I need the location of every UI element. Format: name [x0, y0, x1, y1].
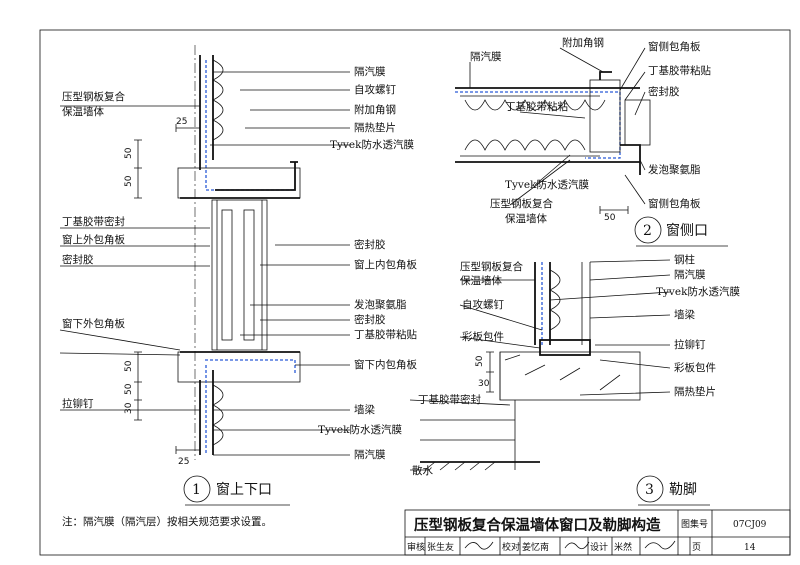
d1-label-head-inner-flashing: 窗上内包角板 — [354, 258, 417, 271]
d3-label-wall-2: 保温墙体 — [460, 274, 502, 287]
detail-2-drawing — [455, 47, 651, 214]
d1-label-sill-outer-flashing: 窗下外包角板 — [62, 317, 125, 330]
d1-label-tyvek-1: Tyvek防水透汽膜 — [330, 138, 414, 151]
d3-dim-30: 30 — [478, 379, 490, 389]
d1-dim-50-d: 50 — [124, 383, 134, 395]
d3-label-thermal-pad: 隔热垫片 — [674, 385, 716, 398]
d1-label-thermal-pad: 隔热垫片 — [354, 121, 396, 134]
d1-label-wall-1: 压型钢板复合 — [62, 90, 125, 103]
d1-label-rivet: 拉铆钉 — [62, 397, 94, 410]
atlas-label: 图集号 — [681, 518, 708, 530]
detail-1-drawing — [59, 45, 350, 460]
d3-label-color-flashing-r: 彩板包件 — [674, 361, 716, 374]
d1-label-pu-foam: 发泡聚氨脂 — [354, 298, 407, 311]
detail-1-number-circle — [183, 475, 211, 503]
d1-label-sealant-r1: 密封胶 — [354, 238, 386, 251]
d2-label-tyvek: Tyvek防水透汽膜 — [505, 178, 589, 191]
d1-label-extra-angle: 附加角钢 — [354, 103, 396, 116]
d1-label-vapor-barrier-2: 隔汽膜 — [354, 448, 386, 461]
d1-dim-50-c: 50 — [124, 360, 134, 372]
title-block — [404, 509, 791, 556]
detail-3-drawing — [409, 259, 671, 471]
detail-1-name: 窗上下口 — [216, 481, 272, 498]
sign-design-name: 米然 — [614, 541, 632, 553]
d3-label-tapping-screw: 自攻螺钉 — [462, 298, 504, 311]
d3-label-butyl-seal: 丁基胶带密封 — [418, 393, 481, 406]
sign-design-label: 设计 — [590, 541, 608, 553]
d2-dim-50: 50 — [604, 213, 616, 223]
d1-dim-50-b: 50 — [124, 175, 134, 187]
d3-label-girt: 墙梁 — [674, 308, 695, 321]
d2-label-extra-angle: 附加角钢 — [562, 36, 604, 49]
d3-label-tyvek: Tyvek防水透汽膜 — [656, 285, 740, 298]
d1-label-tapping-screw: 自攻螺钉 — [354, 83, 396, 96]
detail-2-number: 2 — [643, 223, 652, 239]
signature-checker — [564, 541, 590, 550]
d3-label-vapor-barrier: 隔汽膜 — [674, 268, 706, 281]
d3-label-color-flashing-l: 彩板包件 — [462, 330, 504, 343]
d3-label-wall-1: 压型钢板复合 — [460, 260, 523, 273]
sign-check-name: 姜忆南 — [522, 541, 549, 553]
atlas-number: 07CJ09 — [733, 520, 767, 530]
detail-2-name: 窗侧口 — [666, 222, 708, 239]
d3-label-steel-column: 钢柱 — [674, 253, 695, 266]
d2-label-wall-2: 保温墙体 — [505, 212, 547, 225]
d1-label-head-outer-flashing: 窗上外包角板 — [62, 233, 125, 246]
d2-label-jamb-flashing-1: 窗侧包角板 — [648, 40, 701, 53]
d1-dim-30: 30 — [124, 402, 134, 414]
detail-3-name: 勒脚 — [669, 482, 697, 498]
d3-label-rivet: 拉铆钉 — [674, 338, 706, 351]
d1-label-sill-inner-flashing: 窗下内包角板 — [354, 358, 417, 371]
sheet-title: 压型钢板复合保温墙体窗口及勒脚构造 — [414, 516, 661, 534]
d1-dim-25-top: 25 — [176, 117, 187, 127]
detail-2-number-circle — [634, 216, 662, 244]
d1-dim-50-a: 50 — [124, 147, 134, 159]
detail-3-number-circle — [636, 475, 664, 503]
d1-label-tyvek-2: Tyvek防水透汽膜 — [318, 423, 402, 436]
detail-1-number: 1 — [192, 482, 201, 498]
note-text: 注：隔汽膜（隔汽层）按相关规范要求设置。 — [62, 515, 272, 528]
signature-reviewer — [464, 541, 494, 550]
d2-label-vapor-barrier: 隔汽膜 — [470, 50, 502, 63]
page-label: 页 — [692, 542, 701, 553]
d1-label-sealant-r2: 密封胶 — [354, 313, 386, 326]
d1-label-butyl-tape: 丁基胶带粘贴 — [354, 328, 417, 341]
d1-label-vapor-barrier-1: 隔汽膜 — [354, 65, 386, 78]
d1-label-girt: 墙梁 — [354, 403, 375, 416]
d1-label-wall-2: 保温墙体 — [62, 105, 104, 118]
d2-label-butyl-tape-2: 丁基胶带粘粘 — [505, 100, 568, 113]
d2-label-pu-foam: 发泡聚氨脂 — [648, 163, 701, 176]
d1-dim-25-bottom: 25 — [178, 457, 189, 467]
sign-review-name: 张生友 — [427, 541, 454, 553]
d2-label-wall-1: 压型钢板复合 — [490, 197, 553, 210]
sign-check-label: 校对 — [502, 541, 520, 553]
d3-dim-50: 50 — [475, 355, 485, 367]
sign-review-label: 审核 — [407, 541, 425, 553]
detail-3-number: 3 — [645, 482, 654, 498]
d2-label-jamb-flashing-2: 窗侧包角板 — [648, 197, 701, 210]
d1-label-sealant-l: 密封胶 — [62, 253, 94, 266]
signature-designer — [644, 540, 676, 550]
d1-label-butyl-seal: 丁基胶带密封 — [62, 215, 125, 228]
page-number: 14 — [744, 543, 756, 553]
d2-label-butyl-tape: 丁基胶带粘贴 — [648, 64, 711, 77]
d2-label-sealant: 密封胶 — [648, 85, 680, 98]
d3-label-apron: 散水 — [412, 464, 433, 477]
